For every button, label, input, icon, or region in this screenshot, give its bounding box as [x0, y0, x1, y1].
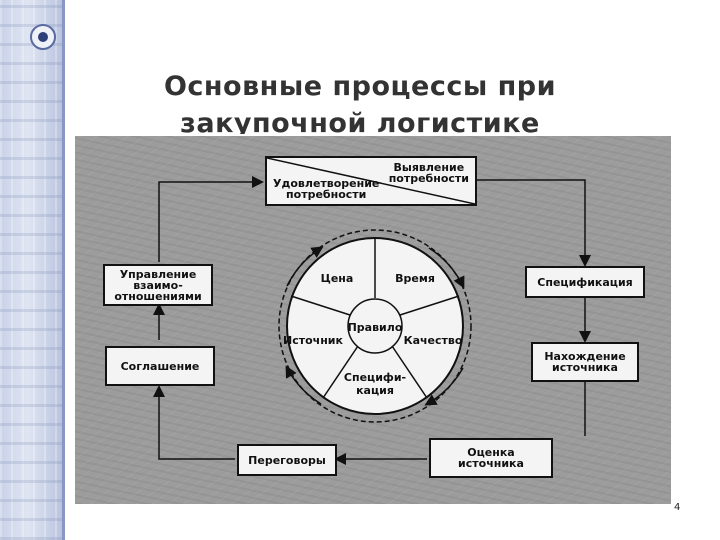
- wheel: Правило Цена Время Качество Специфи- кац…: [278, 229, 472, 423]
- wheel-arrow-top-right: [428, 247, 465, 289]
- page-number: 4: [674, 502, 681, 513]
- agreement-box: Соглашение: [105, 346, 215, 386]
- connector-lines: [153, 176, 591, 465]
- relationship-line-1: Управление: [119, 267, 197, 281]
- wheel-center-circle: [347, 298, 403, 354]
- source-finding-line-2: источника: [552, 361, 618, 374]
- need-satisfaction: Удовлетворение потребности: [273, 178, 379, 200]
- need-box-diagonal: [267, 158, 475, 204]
- need-satisfaction-line-1: Удовлетворение: [273, 177, 380, 190]
- source-evaluation-line-1: Оценка: [467, 446, 515, 459]
- title-line-1: Основные процессы при: [163, 71, 557, 102]
- wheel-segment-source: Источник: [283, 334, 344, 347]
- arrow-to-agreement: [153, 385, 235, 460]
- left-decorative-strip: [0, 0, 62, 540]
- wheel-segment-specification-1: Специфи-: [344, 371, 406, 384]
- arrow-to-specification: [477, 179, 591, 267]
- wheel-segment-time: Время: [395, 272, 435, 285]
- strip-border: [62, 0, 65, 540]
- source-finding-line-1: Нахождение: [544, 350, 626, 363]
- need-satisfaction-line-2: потребности: [286, 188, 367, 201]
- arrow-to-need-satisfaction: [158, 176, 264, 262]
- diagram-graphics: Правило Цена Время Качество Специфи- кац…: [153, 176, 591, 465]
- wheel-segment-specification-2: кация: [356, 384, 394, 397]
- source-evaluation-box: Оценка источника: [429, 438, 553, 478]
- title-line-2: закупочной логистике: [180, 108, 540, 134]
- target-icon: [30, 24, 56, 50]
- need-identification-line-2: потребности: [388, 172, 469, 185]
- relationship-management-box: Управление взаимо- отношениями: [103, 264, 213, 306]
- source-finding-box: Нахождение источника: [531, 342, 639, 382]
- need-box: Выявление потребности Удовлетворение пот…: [265, 156, 477, 206]
- agreement-label: Соглашение: [120, 359, 200, 373]
- process-diagram: Правило Цена Время Качество Специфи- кац…: [75, 136, 671, 504]
- relationship-line-2: взаимо-: [133, 278, 183, 292]
- strip-pattern: [0, 0, 62, 540]
- need-identification: Выявление потребности: [389, 162, 469, 184]
- wheel-arrow-bottom-right: [424, 367, 464, 406]
- source-evaluation-line-2: источника: [458, 457, 524, 470]
- negotiations-label: Переговоры: [248, 453, 326, 467]
- wheel-arrow-bottom-left: [285, 365, 322, 405]
- wheel-center-label: Правило: [348, 321, 403, 334]
- specification-box: Спецификация: [525, 266, 645, 298]
- wheel-arrow-top-left: [286, 246, 324, 287]
- wheel-segment-price: Цена: [321, 272, 354, 285]
- relationship-line-3: отношениями: [114, 289, 202, 303]
- wheel-segment-quality: Качество: [404, 334, 463, 347]
- slide-title: Основные процессы при закупочной логисти…: [120, 68, 600, 134]
- need-identification-line-1: Выявление: [393, 161, 465, 174]
- specification-label: Спецификация: [537, 275, 633, 289]
- wheel-outer-dashed-ring: [278, 229, 472, 423]
- wheel-dividers: [290, 238, 460, 399]
- negotiations-box: Переговоры: [237, 444, 337, 476]
